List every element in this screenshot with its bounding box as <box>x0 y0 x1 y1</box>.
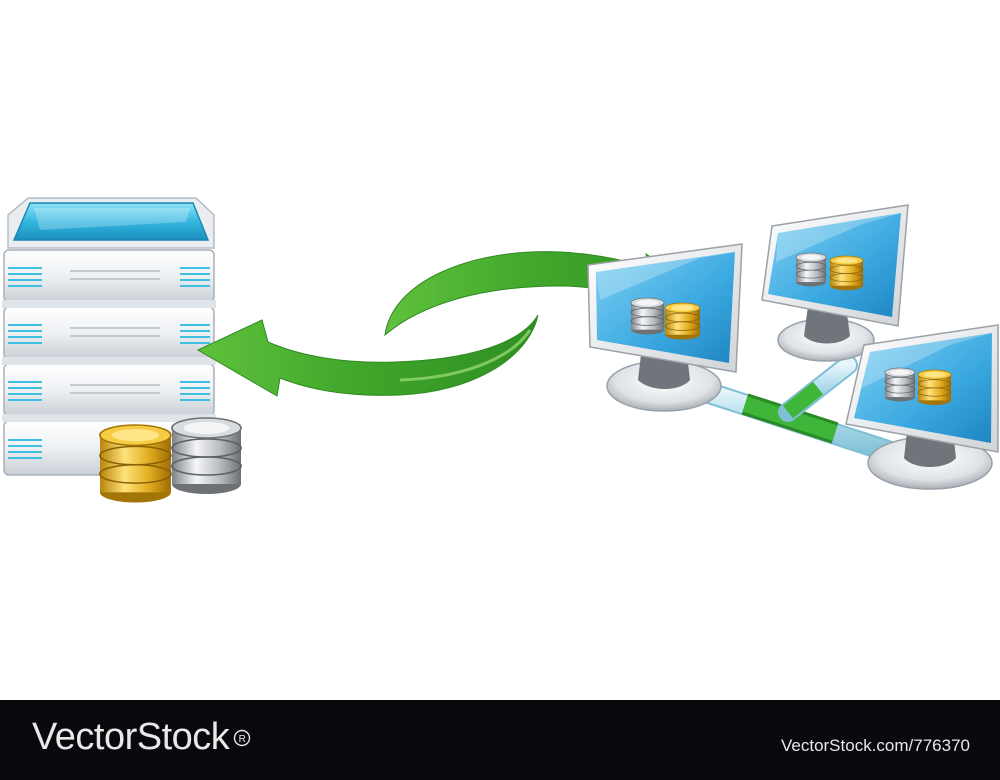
illustration <box>2 197 999 504</box>
brand-logo: VectorStock R <box>32 716 251 759</box>
network-cable-icon <box>689 355 911 466</box>
monitor-icon <box>587 243 743 412</box>
svg-text:R: R <box>239 734 246 745</box>
watermark-bar: VectorStock R VectorStock.com/776370 <box>0 700 1000 780</box>
brand-name: VectorStock <box>32 716 230 758</box>
monitor-icon <box>845 324 999 490</box>
registered-mark-icon: R <box>233 729 251 747</box>
monitor-icon <box>761 204 909 362</box>
stock-url: VectorStock.com/776370 <box>780 736 970 755</box>
